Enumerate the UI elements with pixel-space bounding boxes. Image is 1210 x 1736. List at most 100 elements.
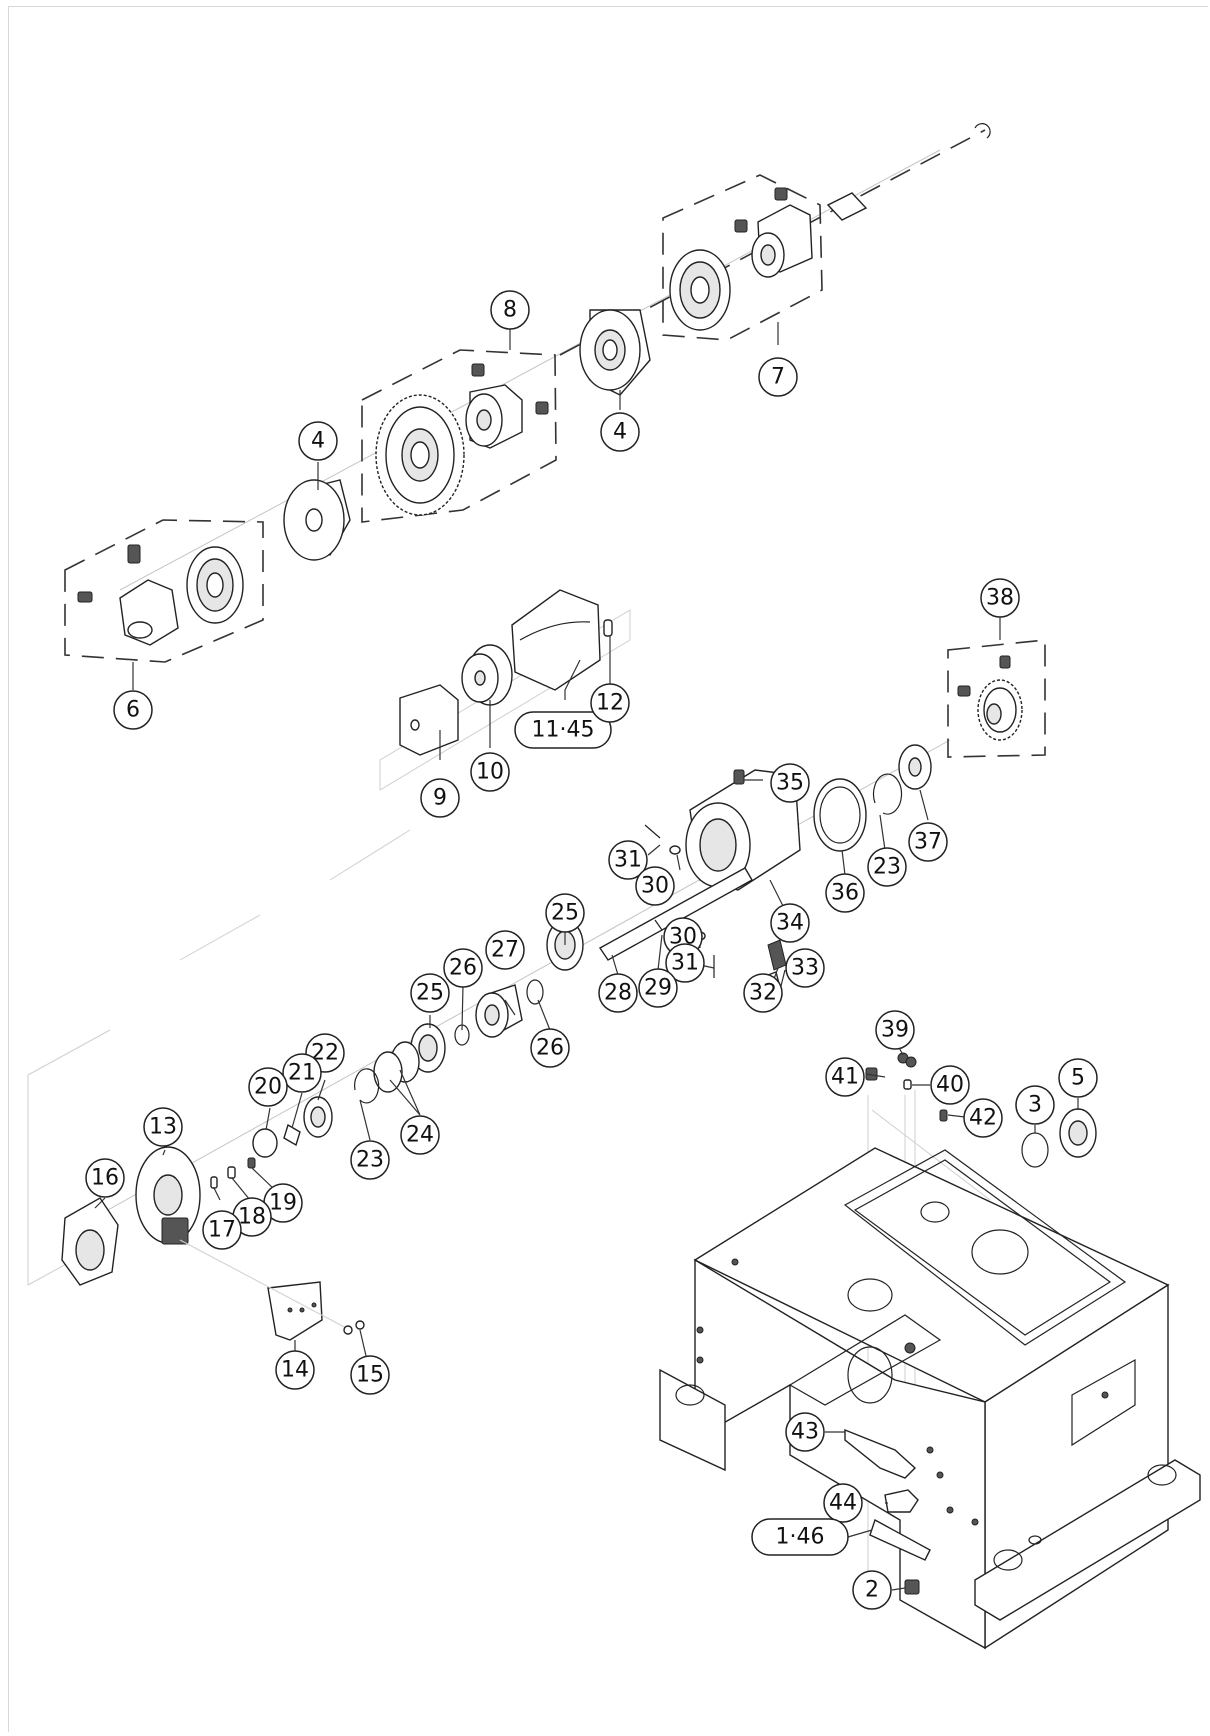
- housing-top-window: [843, 1149, 1127, 1346]
- collar-7: [751, 204, 813, 278]
- callout-number: 24: [406, 1123, 434, 1148]
- callouts: 8 7 4 4 6 9 10 11·45 12 38 35 37 23 36 3…: [85, 290, 1098, 1610]
- callout-30-top: 30: [635, 866, 675, 906]
- callout-29: 29: [638, 968, 678, 1008]
- callout-number: 23: [356, 1148, 384, 1173]
- callout-number: 2: [865, 1578, 879, 1603]
- callout-bubble: [1058, 1058, 1098, 1098]
- callout-bubble: [350, 1355, 390, 1395]
- callout-36: 36: [825, 873, 865, 913]
- callout-17: 17: [202, 1210, 242, 1250]
- callout-6: 6: [113, 690, 153, 730]
- callout-bubble: [635, 866, 675, 906]
- callout-bubble: [867, 847, 907, 887]
- group-6-box: [64, 519, 264, 663]
- callout-33: 33: [785, 948, 825, 988]
- callout-37: 37: [908, 822, 948, 862]
- callout-number: 14: [281, 1358, 309, 1383]
- gear-8: [375, 394, 465, 516]
- callout-number: 21: [288, 1061, 316, 1086]
- callout-39: 39: [875, 1010, 915, 1050]
- callout-4-left: 4: [298, 421, 338, 461]
- base-flange-right: [974, 1459, 1201, 1621]
- callout-23-right: 23: [867, 847, 907, 887]
- lower-shaft-assembly: [27, 639, 1046, 1341]
- set-screw-8b: [535, 401, 549, 415]
- callout-bubble: [825, 873, 865, 913]
- callout-35: 35: [770, 763, 810, 803]
- callout-bubble: [823, 1483, 863, 1523]
- callout-number: 8: [503, 298, 517, 323]
- callout-number: 43: [791, 1420, 819, 1445]
- gear-38: [977, 679, 1023, 741]
- callout-bubble: [485, 930, 525, 970]
- callout-20: 20: [248, 1067, 288, 1107]
- callout-23-left: 23: [350, 1140, 390, 1180]
- callout-bubble: [743, 973, 783, 1013]
- callout-25-left: 25: [410, 973, 450, 1013]
- callout-number: 27: [491, 938, 519, 963]
- callout-number: 11·45: [532, 718, 595, 743]
- plate-13: [135, 1146, 201, 1245]
- callout-bubble: [785, 948, 825, 988]
- callout-bubble: [420, 778, 460, 818]
- callout-bubble: [1015, 1085, 1055, 1125]
- screw-15a: [343, 1325, 353, 1335]
- callout-number: 18: [238, 1205, 266, 1230]
- callout-number: 7: [771, 365, 785, 390]
- screw-15b: [355, 1320, 365, 1330]
- callout-bubble: [298, 421, 338, 461]
- callout-number: 30: [641, 874, 669, 899]
- callout-number: 17: [208, 1218, 236, 1243]
- callout-24: 24: [400, 1115, 440, 1155]
- ring-3: [1021, 1132, 1049, 1168]
- callout-number: 16: [91, 1166, 119, 1191]
- callout-bubble: [852, 1570, 892, 1610]
- callout-bubble: [590, 683, 630, 723]
- callout-13: 13: [143, 1107, 183, 1147]
- callout-number: 25: [551, 901, 579, 926]
- callout-7: 7: [758, 357, 798, 397]
- callout-number: 38: [986, 586, 1014, 611]
- callout-26-top: 26: [443, 948, 483, 988]
- set-screw-35: [733, 769, 745, 785]
- callout-number: 32: [749, 981, 777, 1006]
- callout-number: 10: [476, 760, 504, 785]
- group-7-box: [662, 174, 823, 341]
- callout-number: 13: [149, 1115, 177, 1140]
- bracket-14: [267, 1281, 323, 1341]
- pin-40: [903, 1079, 912, 1090]
- callout-number: 31: [614, 848, 642, 873]
- snap-ring-23-right: [872, 773, 903, 815]
- pin-12: [603, 619, 613, 637]
- callout-bubble: [350, 1140, 390, 1180]
- cam-9: [399, 684, 459, 756]
- callout-27: 27: [485, 930, 525, 970]
- housing-34: [685, 769, 801, 891]
- callout-number: 31: [671, 951, 699, 976]
- upper-shaft-assembly: [64, 123, 991, 663]
- callout-bubble: [113, 690, 153, 730]
- callout-bubble: [908, 822, 948, 862]
- callout-number: 15: [356, 1363, 384, 1388]
- callout-number: 28: [604, 981, 632, 1006]
- callout-42: 42: [963, 1098, 1003, 1138]
- shaft-end-stub: [826, 192, 868, 221]
- callout-16: 16: [85, 1158, 125, 1198]
- screw-42: [939, 1109, 948, 1122]
- callout-12: 12: [590, 683, 630, 723]
- callout-number: 35: [776, 771, 804, 796]
- callout-number: 44: [829, 1491, 857, 1516]
- cam-11-45: [511, 589, 601, 691]
- housing-side-plate: [1071, 1358, 1136, 1447]
- set-screw-7a: [734, 219, 748, 233]
- callout-bubble: [490, 290, 530, 330]
- cam-collar-6: [119, 579, 179, 646]
- callout-10: 10: [470, 752, 510, 792]
- callout-bubble: [638, 968, 678, 1008]
- set-screw-38a: [957, 685, 971, 697]
- callout-8: 8: [490, 290, 530, 330]
- callout-bubble: [470, 752, 510, 792]
- callout-number: 5: [1071, 1066, 1085, 1091]
